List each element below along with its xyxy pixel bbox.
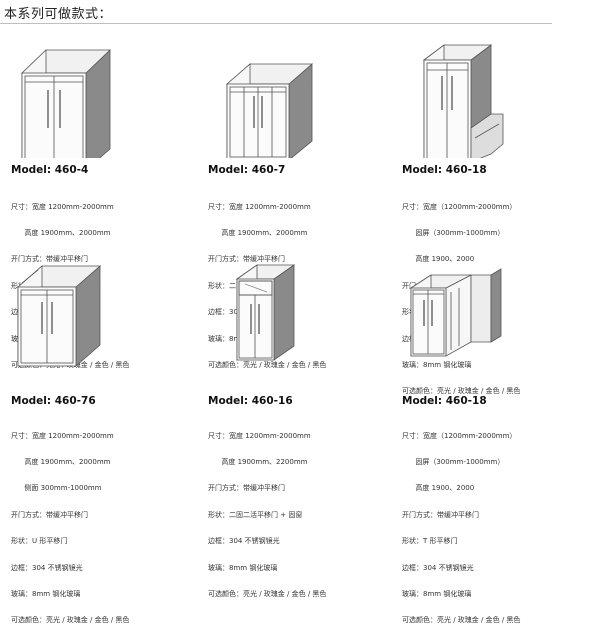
spec-line: 固屏（300mm-1000mm）: [402, 228, 505, 237]
spec-line: 可选颜色：亮光 / 玫瑰金 / 金色 / 黑色: [208, 589, 327, 598]
spec-line: 尺寸：宽度 1200mm-2000mm: [11, 431, 114, 440]
model-name: Model: 460-76: [11, 395, 96, 407]
product-card-460-18-square[interactable]: Model: 460-18 尺寸：宽度（1200mm-2000mm） 固屏（30…: [391, 28, 591, 395]
model-name: Model: 460-7: [208, 164, 286, 176]
spec-line: 边框：304 不锈钢镜光: [11, 563, 83, 572]
product-card-460-16[interactable]: Model: 460-16 尺寸：宽度 1200mm-2000mm 高度 190…: [197, 262, 397, 598]
spec-line: 开门方式：带缓冲平移门: [402, 510, 479, 519]
model-name: Model: 460-16: [208, 395, 293, 407]
spec-line: 尺寸：宽度 1200mm-2000mm: [208, 202, 311, 211]
header-divider: [0, 23, 552, 24]
spec-list: 尺寸：宽度 1200mm-2000mm 高度 1900mm、2200mm 开门方…: [208, 414, 326, 616]
shower-enclosure-drawing-460-16: [235, 264, 296, 361]
spec-line: 可选颜色：亮光 / 玫瑰金 / 金色 / 黑色: [402, 616, 521, 625]
spec-line: 玻璃：8mm 钢化玻璃: [208, 563, 278, 572]
model-name: Model: 460-18: [402, 395, 487, 407]
spec-line: 固屏（300mm-1000mm）: [402, 457, 505, 466]
shower-enclosure-drawing-460-18-square: [422, 44, 504, 158]
product-card-460-76[interactable]: Model: 460-76 尺寸：宽度 1200mm-2000mm 高度 190…: [0, 262, 200, 624]
spec-line: 形状：T 形平移门: [402, 537, 458, 546]
product-card-460-4[interactable]: Model: 460-4 尺寸：宽度 1200mm-2000mm 高度 1900…: [0, 28, 200, 369]
spec-line: 开门方式：带缓冲平移门: [208, 484, 285, 493]
spec-line: 侧面 300mm-1000mm: [11, 484, 102, 493]
spec-line: 形状：U 形平移门: [11, 537, 68, 546]
shower-enclosure-drawing-460-18-t: [409, 268, 502, 357]
product-card-460-7[interactable]: Model: 460-7 尺寸：宽度 1200mm-2000mm 高度 1900…: [197, 28, 397, 369]
spec-line: 高度 1900mm、2000mm: [208, 228, 308, 237]
spec-line: 高度 1900mm、2000mm: [11, 457, 111, 466]
spec-line: 高度 1900、2000: [402, 255, 475, 264]
spec-line: 尺寸：宽度（1200mm-2000mm）: [402, 202, 517, 211]
page-title: 本系列可做款式：: [4, 7, 113, 22]
spec-line: 尺寸：宽度（1200mm-2000mm）: [402, 431, 517, 440]
spec-line: 玻璃：8mm 钢化玻璃: [11, 589, 81, 598]
model-name: Model: 460-4: [11, 164, 89, 176]
spec-line: 开门方式：带缓冲平移门: [11, 255, 88, 264]
spec-line: 边框：304 不锈钢镜光: [402, 563, 474, 572]
model-name: Model: 460-18: [402, 164, 487, 176]
spec-line: 玻璃：8mm 钢化玻璃: [402, 589, 472, 598]
spec-line: 可选颜色：亮光 / 玫瑰金 / 金色 / 黑色: [11, 616, 130, 625]
page-header: 本系列可做款式：: [0, 0, 600, 25]
shower-enclosure-drawing-460-4: [21, 49, 111, 158]
spec-line: 高度 1900mm、2000mm: [11, 228, 111, 237]
spec-list: 尺寸：宽度 1200mm-2000mm 高度 1900mm、2000mm 侧面 …: [11, 414, 129, 643]
spec-line: 边框：304 不锈钢镜光: [208, 537, 280, 546]
shower-enclosure-drawing-460-7: [225, 63, 314, 158]
shower-enclosure-drawing-460-76: [16, 265, 102, 367]
spec-line: 玻璃：8mm 钢化玻璃: [402, 360, 472, 369]
spec-line: 高度 1900、2000: [402, 484, 475, 493]
spec-line: 高度 1900mm、2200mm: [208, 457, 308, 466]
spec-line: 可选颜色：亮光 / 玫瑰金 / 金色 / 黑色: [402, 387, 521, 396]
spec-line: 开门方式：带缓冲平移门: [11, 510, 88, 519]
spec-line: 尺寸：宽度 1200mm-2000mm: [208, 431, 311, 440]
spec-list: 尺寸：宽度（1200mm-2000mm） 固屏（300mm-1000mm） 高度…: [402, 414, 520, 643]
product-card-460-18-t[interactable]: Model: 460-18 尺寸：宽度（1200mm-2000mm） 固屏（30…: [391, 262, 591, 624]
spec-line: 尺寸：宽度 1200mm-2000mm: [11, 202, 114, 211]
spec-line: 形状：二固二活平移门 + 固窗: [208, 510, 303, 519]
spec-line: 开门方式：带缓冲平移门: [208, 255, 285, 264]
spec-line: 可选颜色：亮光 / 玫瑰金 / 金色 / 黑色: [208, 360, 327, 369]
